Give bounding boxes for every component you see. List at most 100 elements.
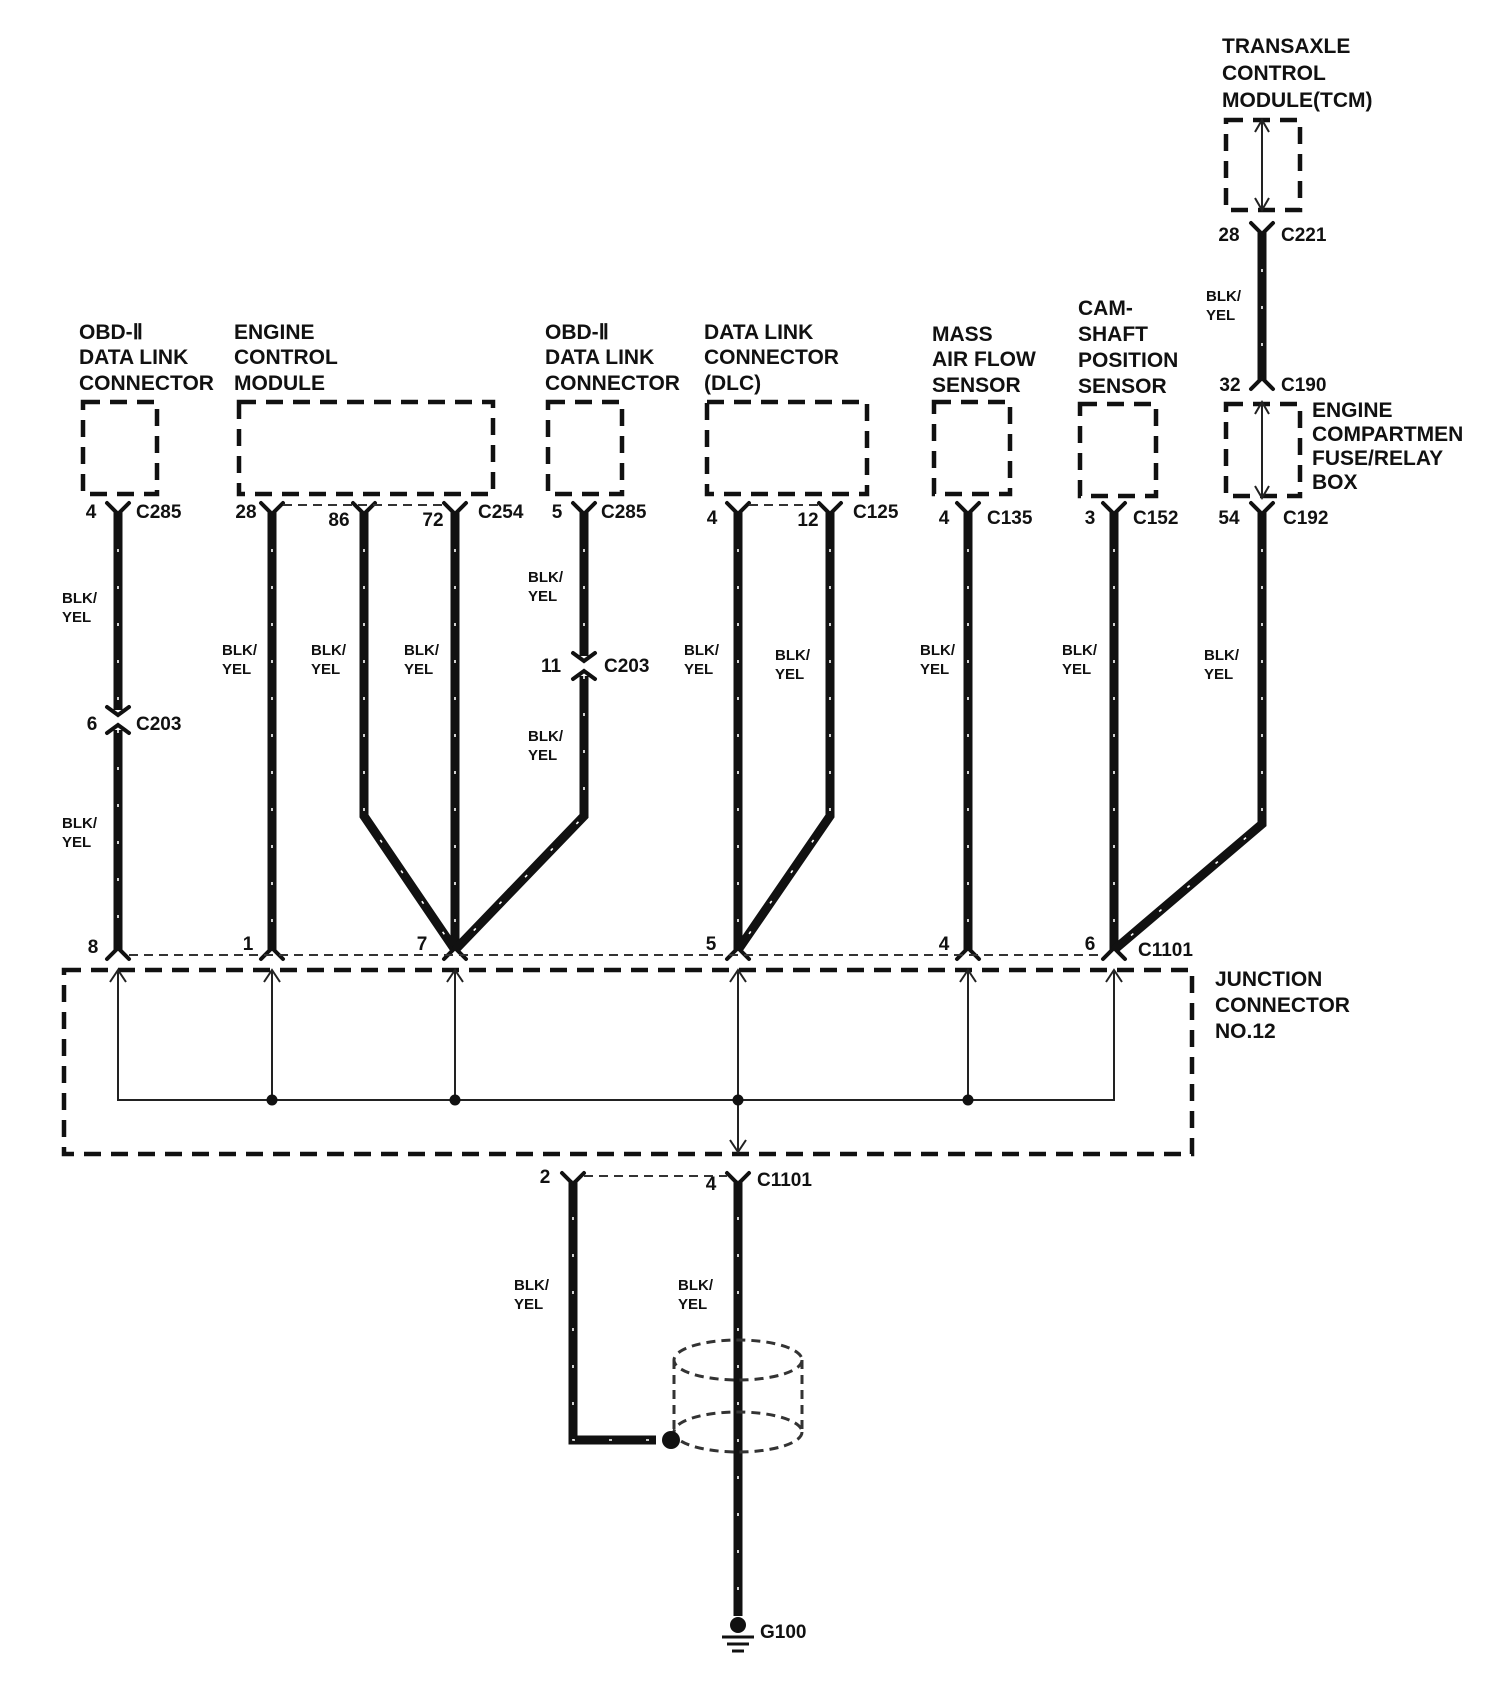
wire-label-obd-left-lower-2: YEL bbox=[62, 834, 91, 851]
wire-label-bottom-right-2: YEL bbox=[678, 1296, 707, 1313]
pin-c285-a bbox=[105, 501, 131, 517]
pin-c125-12 bbox=[817, 501, 843, 517]
junction-label-line-1: JUNCTION bbox=[1215, 968, 1322, 991]
pin-c190 bbox=[1249, 375, 1275, 391]
junction-label-line-3: NO.12 bbox=[1215, 1020, 1276, 1043]
shield-drain-dot bbox=[662, 1431, 680, 1449]
c190-name: C190 bbox=[1281, 375, 1326, 396]
pin-c1101-1 bbox=[259, 945, 285, 961]
c1101-bottom-pin-2: 2 bbox=[540, 1167, 551, 1188]
c254-pin-86: 86 bbox=[328, 510, 349, 531]
junction-splice-1 bbox=[266, 1094, 278, 1106]
wire-label-fuse-box-2: YEL bbox=[1204, 666, 1233, 683]
wire-label-fuse-box-1: BLK/ bbox=[1204, 647, 1240, 664]
cmp-label-line-1: CAM- bbox=[1078, 297, 1133, 320]
fuse-box-label-line-3: FUSE/RELAY bbox=[1312, 447, 1443, 470]
wire-label-tcm-1: BLK/ bbox=[1206, 288, 1242, 305]
wire-label-obd-left-lower-1: BLK/ bbox=[62, 815, 98, 832]
c190-pin: 32 bbox=[1219, 375, 1240, 396]
c125-pin-12: 12 bbox=[797, 510, 818, 531]
wires bbox=[113, 232, 1267, 1616]
c125-pin-4: 4 bbox=[707, 508, 718, 529]
fuse-box-label-line-2: COMPARTMEN bbox=[1312, 423, 1463, 446]
c1101-pin-1: 1 bbox=[243, 934, 254, 955]
c192-pin: 54 bbox=[1218, 508, 1240, 529]
pin-c125-4 bbox=[725, 501, 751, 517]
junction-connector-box bbox=[61, 967, 1195, 1157]
c285-b-name: C285 bbox=[601, 502, 647, 523]
wire-label-obd-mid-lower-2: YEL bbox=[528, 747, 557, 764]
tcm-label: TRANSAXLE CONTROL MODULE(TCM) bbox=[1222, 35, 1372, 112]
dlc-label: DATA LINK CONNECTOR (DLC) bbox=[704, 321, 839, 395]
pin-c152 bbox=[1101, 501, 1127, 517]
wire-label-ecm-28-1: BLK/ bbox=[222, 642, 258, 659]
ecm-label-line-3: MODULE bbox=[234, 372, 325, 395]
wire-label-obd-left-upper-1: BLK/ bbox=[62, 590, 98, 607]
c254-pin-28: 28 bbox=[235, 502, 256, 523]
maf-label-line-1: MASS bbox=[932, 323, 993, 346]
junction-label: JUNCTION CONNECTOR NO.12 bbox=[1215, 968, 1350, 1043]
wire-dlc-12 bbox=[734, 512, 835, 953]
ground-label: G100 bbox=[760, 1622, 806, 1643]
pin-c285-b bbox=[571, 501, 597, 517]
obd-mid-label: OBD-Ⅱ DATA LINK CONNECTOR bbox=[545, 321, 680, 395]
obd-left-label: OBD-Ⅱ DATA LINK CONNECTOR bbox=[79, 321, 214, 395]
wire-label-bottom-right-1: BLK/ bbox=[678, 1277, 714, 1294]
dlc-label-line-3: (DLC) bbox=[704, 372, 761, 395]
cmp-label-line-4: SENSOR bbox=[1078, 375, 1167, 398]
fuse-box-label-line-1: ENGINE bbox=[1312, 399, 1393, 422]
dlc-label-line-2: CONNECTOR bbox=[704, 346, 839, 369]
c1101-top-name: C1101 bbox=[1138, 940, 1193, 961]
wire-label-obd-mid-upper-1: BLK/ bbox=[528, 569, 564, 586]
c203-b-pin: 11 bbox=[541, 656, 562, 677]
wire-obd-mid-lower bbox=[451, 676, 589, 954]
wire-label-tcm-2: YEL bbox=[1206, 307, 1235, 324]
maf-label-line-2: AIR FLOW bbox=[932, 348, 1036, 371]
pin-c221 bbox=[1249, 221, 1275, 237]
obd-left-label-line-3: CONNECTOR bbox=[79, 372, 214, 395]
c1101-bottom-name: C1101 bbox=[757, 1170, 812, 1191]
junction-output-arrow bbox=[729, 1139, 747, 1154]
c203-a-name: C203 bbox=[136, 714, 181, 735]
shield-icon bbox=[662, 1338, 804, 1454]
ground-icon bbox=[722, 1617, 754, 1653]
pin-c254-28 bbox=[259, 501, 285, 517]
wire-label-ecm-28-2: YEL bbox=[222, 661, 251, 678]
obd-left-label-line-2: DATA LINK bbox=[79, 346, 188, 369]
cmp-label-line-3: POSITION bbox=[1078, 349, 1178, 372]
wire-label-ecm-72-2: YEL bbox=[404, 661, 433, 678]
obd-mid-label-line-3: CONNECTOR bbox=[545, 372, 680, 395]
pin-c1101-7 bbox=[442, 945, 468, 961]
c1101-pin-6: 6 bbox=[1085, 934, 1096, 955]
c203-b-name: C203 bbox=[604, 656, 649, 677]
junction-splice-7 bbox=[449, 1094, 461, 1106]
junction-splice-5 bbox=[732, 1094, 744, 1106]
pin-c1101-4-bottom bbox=[725, 1171, 751, 1187]
pin-c254-86 bbox=[351, 501, 377, 517]
wire-label-dlc-12-2: YEL bbox=[775, 666, 804, 683]
c125-name: C125 bbox=[853, 502, 899, 523]
junction-bus-outline bbox=[117, 972, 1115, 1101]
junction-label-line-2: CONNECTOR bbox=[1215, 994, 1350, 1017]
fuse-box-label-line-4: BOX bbox=[1312, 471, 1358, 494]
c254-pin-72: 72 bbox=[422, 510, 443, 531]
tcm-label-line-3: MODULE(TCM) bbox=[1222, 89, 1372, 112]
fuse-box-label: ENGINE COMPARTMEN FUSE/RELAY BOX bbox=[1312, 399, 1463, 494]
wire-ecm-86 bbox=[359, 512, 459, 953]
connector-links bbox=[129, 504, 1103, 1177]
pin-c254-72 bbox=[442, 501, 468, 517]
c285-a-name: C285 bbox=[136, 502, 182, 523]
pin-c1101-2-bottom bbox=[560, 1171, 586, 1187]
c1101-pin-5: 5 bbox=[706, 934, 717, 955]
c1101-pin-4: 4 bbox=[939, 934, 950, 955]
tcm-internal-arrows bbox=[1254, 118, 1270, 212]
dlc-label-line-1: DATA LINK bbox=[704, 321, 813, 344]
junction-splice-4 bbox=[962, 1094, 974, 1106]
cmp-box bbox=[1077, 401, 1159, 499]
wire-label-ecm-86-2: YEL bbox=[311, 661, 340, 678]
c192-name: C192 bbox=[1283, 508, 1328, 529]
wire-label-obd-mid-upper-2: YEL bbox=[528, 588, 557, 605]
c1101-bottom-pin-4: 4 bbox=[706, 1174, 717, 1195]
c254-name: C254 bbox=[478, 502, 524, 523]
